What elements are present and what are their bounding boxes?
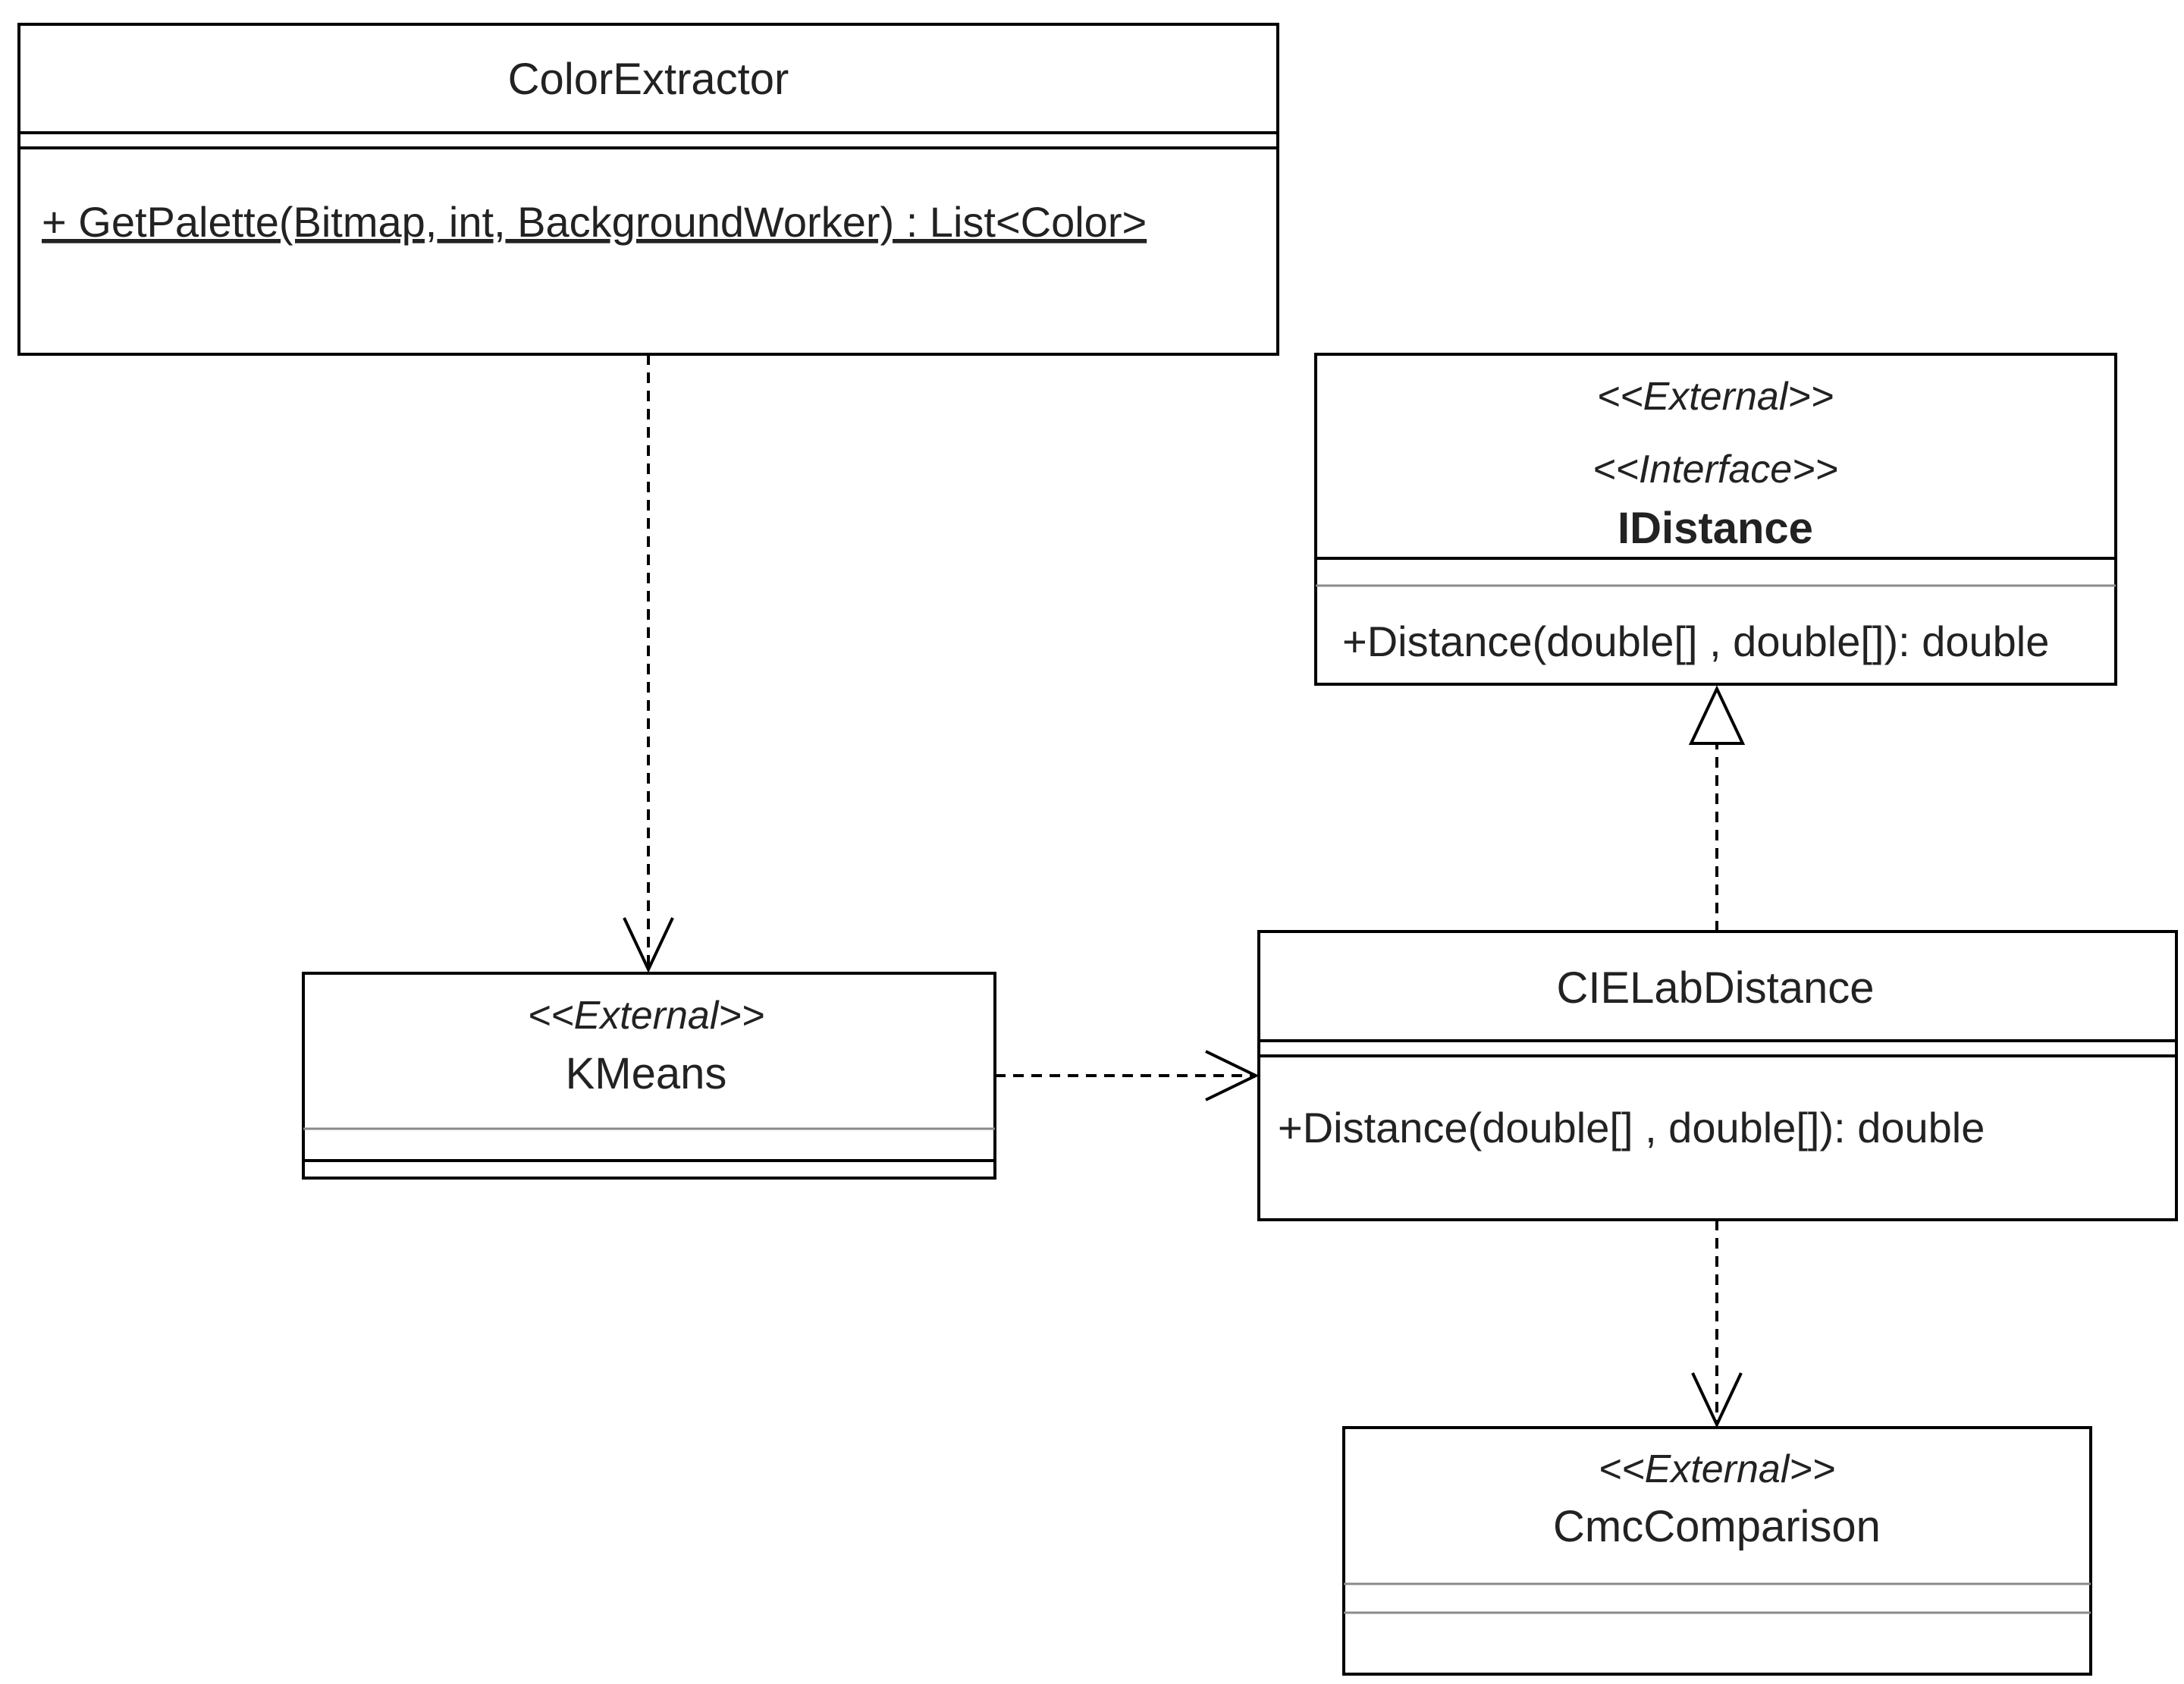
operation-get-palette: + GetPalette(Bitmap, int, BackgroundWork… (42, 198, 1147, 246)
dependency-cielab-cmc (1691, 1220, 1743, 1428)
class-cielab-distance[interactable]: CIELabDistance +Distance(double[] , doub… (1257, 930, 2178, 1221)
class-color-extractor[interactable]: ColorExtractor + GetPalette(Bitmap, int,… (17, 23, 1279, 356)
dependency-kmeans-cielab (995, 1050, 1260, 1101)
class-kmeans[interactable]: <<External>> KMeans (302, 972, 996, 1180)
class-name-kmeans: KMeans (566, 1049, 727, 1098)
stereotype-interface: <<Interface>> (1592, 448, 1838, 492)
class-name-cielab-distance: CIELabDistance (1556, 963, 1874, 1013)
stereotype-external-kmeans: <<External>> (528, 994, 764, 1038)
class-name-cmc-comparison: CmcComparison (1553, 1502, 1881, 1551)
stereotype-external-cmc: <<External>> (1599, 1447, 1835, 1491)
class-cmc-comparison[interactable]: <<External>> CmcComparison (1342, 1426, 2092, 1676)
realization-cielab-idistance (1688, 685, 1746, 932)
operation-distance-cielab: +Distance(double[] , double[]): double (1278, 1104, 1985, 1151)
class-name-idistance: IDistance (1618, 504, 1813, 553)
dependency-colorextractor-kmeans (623, 354, 674, 973)
interface-idistance[interactable]: <<External>> <<Interface>> IDistance +Di… (1314, 353, 2117, 686)
operation-distance-idistance: +Distance(double[] , double[]): double (1342, 617, 2049, 665)
stereotype-external-idistance: <<External>> (1597, 375, 1834, 419)
class-name-color-extractor: ColorExtractor (508, 55, 789, 104)
